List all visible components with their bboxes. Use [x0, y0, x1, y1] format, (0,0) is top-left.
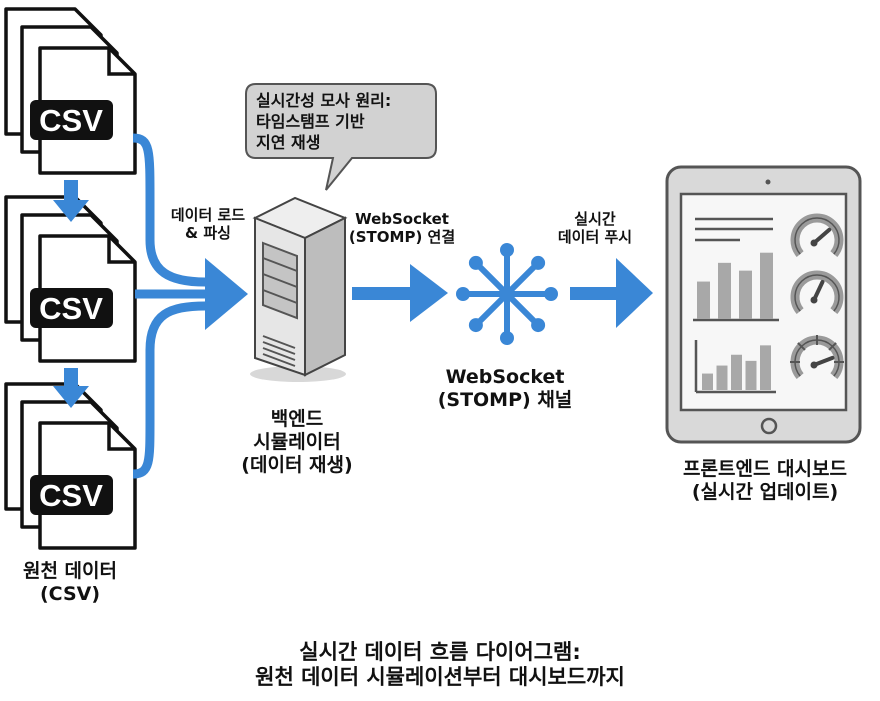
edge-label-push-line2: 데이터 푸시 [557, 228, 633, 246]
hub-node [531, 318, 546, 333]
edge-label-load-line2: & 파싱 [185, 224, 231, 242]
flow-line-top [132, 133, 206, 287]
frontend-label-line1: 프론트엔드 대시보드 [683, 458, 847, 480]
frontend-label: 프론트엔드 대시보드 (실시간 업데이트) [660, 458, 870, 504]
gauge-hub [810, 296, 818, 304]
callout-line3: 지연 재생 [256, 132, 321, 152]
edge-label-push: 실시간 데이터 푸시 [540, 210, 650, 246]
tablet-dashboard-icon [665, 165, 862, 444]
flow-line-bottom [132, 301, 206, 479]
hub-node [468, 318, 483, 333]
hub-node [544, 287, 558, 301]
stack-down-arrow-1 [53, 180, 89, 222]
bar-chart-2-bar [760, 345, 771, 390]
hub-node [500, 331, 514, 345]
callout-bubble [245, 83, 437, 191]
gauge-hub [810, 361, 818, 369]
edge-label-load: 데이터 로드 & 파싱 [153, 206, 263, 242]
hub-center [499, 286, 515, 302]
home-button-icon [760, 417, 778, 435]
hub-node [500, 243, 514, 257]
bar-chart-2-bar [716, 365, 728, 390]
hub-node [456, 287, 470, 301]
backend-label-line1: 백엔드 [270, 408, 324, 430]
gauge-icon-2 [790, 270, 844, 315]
hub-node [468, 255, 483, 270]
source-label: 원천 데이터 (CSV) [10, 560, 130, 606]
source-label-line1: 원천 데이터 [22, 560, 117, 582]
backend-label: 백엔드 시뮬레이터 (데이터 재생) [222, 408, 372, 476]
csv-stack-1: CSV [4, 7, 137, 175]
backend-label-line3: (데이터 재생) [241, 453, 353, 476]
edge-label-connect-line1: WebSocket [355, 210, 449, 228]
server-icon [250, 196, 348, 382]
bar-chart-1 [697, 252, 773, 319]
csv-page-fold [107, 48, 135, 76]
callout-line1: 실시간성 모사 원리: [256, 91, 392, 110]
csv-stack-2: CSV [4, 195, 137, 363]
load-flow-arrows [132, 133, 210, 479]
gauge-tick [797, 342, 806, 351]
hub-node [531, 255, 546, 270]
csv-badge-label: CSV [39, 291, 103, 326]
diagram-title-line2: 원천 데이터 시뮬레이션부터 대시보드까지 [255, 665, 625, 690]
callout-text: 실시간성 모사 원리: 타임스탬프 기반 지연 재생 [256, 91, 431, 153]
bar-chart-1-bar [739, 270, 752, 319]
gauge-tick [828, 342, 837, 351]
source-label-line2: (CSV) [39, 582, 101, 605]
gauge-arc-outline [794, 274, 840, 312]
csv-badge [30, 475, 113, 515]
edge-label-connect: WebSocket (STOMP) 연결 [342, 210, 462, 246]
gauge-icon-3 [790, 335, 844, 380]
csv-badge-label: CSV [39, 103, 103, 138]
stack-down-arrow-2 [53, 368, 89, 408]
csv-page-fold [107, 236, 135, 264]
bar-chart-2-bar [702, 373, 713, 390]
backend-label-line2: 시뮬레이터 [253, 430, 341, 453]
load-arrow-head [205, 258, 248, 330]
callout-line2: 타임스탬프 기반 [256, 111, 365, 131]
bar-chart-2 [702, 345, 771, 390]
bar-chart-1-bar [697, 281, 710, 319]
channel-label: WebSocket (STOMP) 채널 [430, 366, 580, 412]
bar-chart-2-bar [745, 360, 757, 390]
edge-label-load-line1: 데이터 로드 [170, 206, 246, 224]
bar-chart-2-bar [731, 354, 742, 390]
gauge-arc-outline [794, 217, 840, 255]
diagram-title-line1: 실시간 데이터 흐름 다이어그램: [299, 640, 581, 664]
edge-label-connect-line2: (STOMP) 연결 [348, 228, 456, 246]
csv-badge-label: CSV [39, 478, 103, 513]
connect-arrow [352, 264, 448, 322]
csv-badge [30, 100, 113, 140]
frontend-label-line2: (실시간 업데이트) [691, 480, 839, 503]
channel-label-line2: (STOMP) 채널 [437, 388, 573, 411]
csv-page-fold [107, 423, 135, 451]
push-arrow [570, 258, 653, 328]
csv-badge [30, 288, 113, 328]
bar-chart-1-bar [718, 262, 731, 319]
gauge-hub [810, 239, 818, 247]
edge-label-push-line1: 실시간 [574, 210, 616, 228]
channel-label-line1: WebSocket [445, 366, 565, 388]
csv-stack-3: CSV [4, 382, 137, 550]
csv-file-stacks: CSV CSV CSV [4, 7, 137, 550]
websocket-hub-icon [456, 243, 558, 345]
bar-chart-1-bar [760, 252, 773, 319]
gauges [790, 213, 844, 380]
diagram-title: 실시간 데이터 흐름 다이어그램: 원천 데이터 시뮬레이션부터 대시보드까지 [140, 640, 740, 690]
gauge-icon-1 [790, 213, 844, 258]
